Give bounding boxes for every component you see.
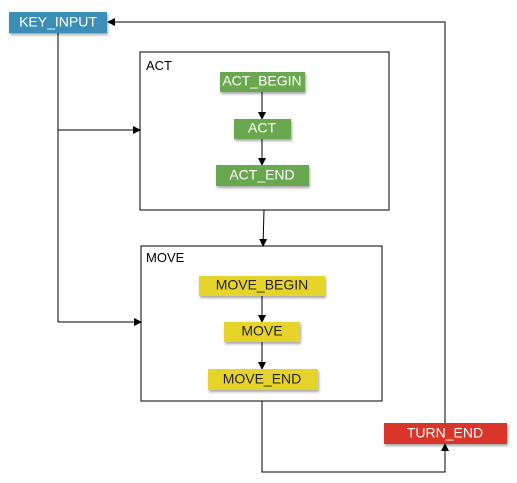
node-key-input-box[interactable] (9, 12, 107, 33)
node-move-end[interactable]: MOVE_END (208, 369, 318, 390)
node-turn-end[interactable]: TURN_END (384, 423, 507, 444)
node-key-input-label: KEY_INPUT (19, 14, 97, 30)
arrow-move-to-turn-end (261, 401, 449, 473)
node-move[interactable]: MOVE (224, 322, 300, 342)
node-act-end[interactable]: ACT_END (216, 165, 309, 186)
act-group-title: ACT (146, 58, 172, 73)
node-move-begin-box[interactable] (199, 276, 325, 296)
node-move-end-box[interactable] (208, 369, 318, 390)
node-move-begin-label: MOVE_BEGIN (216, 277, 309, 293)
node-act-end-box[interactable] (216, 165, 309, 186)
arrow-turn-end-to-key-input (107, 18, 446, 423)
connectors (57, 18, 449, 473)
node-act[interactable]: ACT (234, 119, 291, 139)
node-key-input[interactable]: KEY_INPUT (9, 12, 107, 33)
node-act-end-label: ACT_END (229, 167, 294, 183)
move-group-title: MOVE (146, 250, 185, 265)
node-act-begin[interactable]: ACT_BEGIN (220, 72, 305, 92)
node-move-label: MOVE (241, 323, 282, 339)
node-turn-end-box[interactable] (384, 423, 507, 444)
node-act-begin-label: ACT_BEGIN (222, 73, 301, 89)
arrow-act-to-move (259, 209, 268, 247)
node-act-begin-box[interactable] (220, 72, 305, 92)
node-move-box[interactable] (224, 322, 300, 342)
node-act-box[interactable] (234, 119, 291, 139)
node-move-begin[interactable]: MOVE_BEGIN (199, 276, 325, 296)
node-turn-end-label: TURN_END (407, 425, 483, 441)
node-move-end-label: MOVE_END (223, 371, 302, 387)
node-act-label: ACT (248, 120, 276, 136)
